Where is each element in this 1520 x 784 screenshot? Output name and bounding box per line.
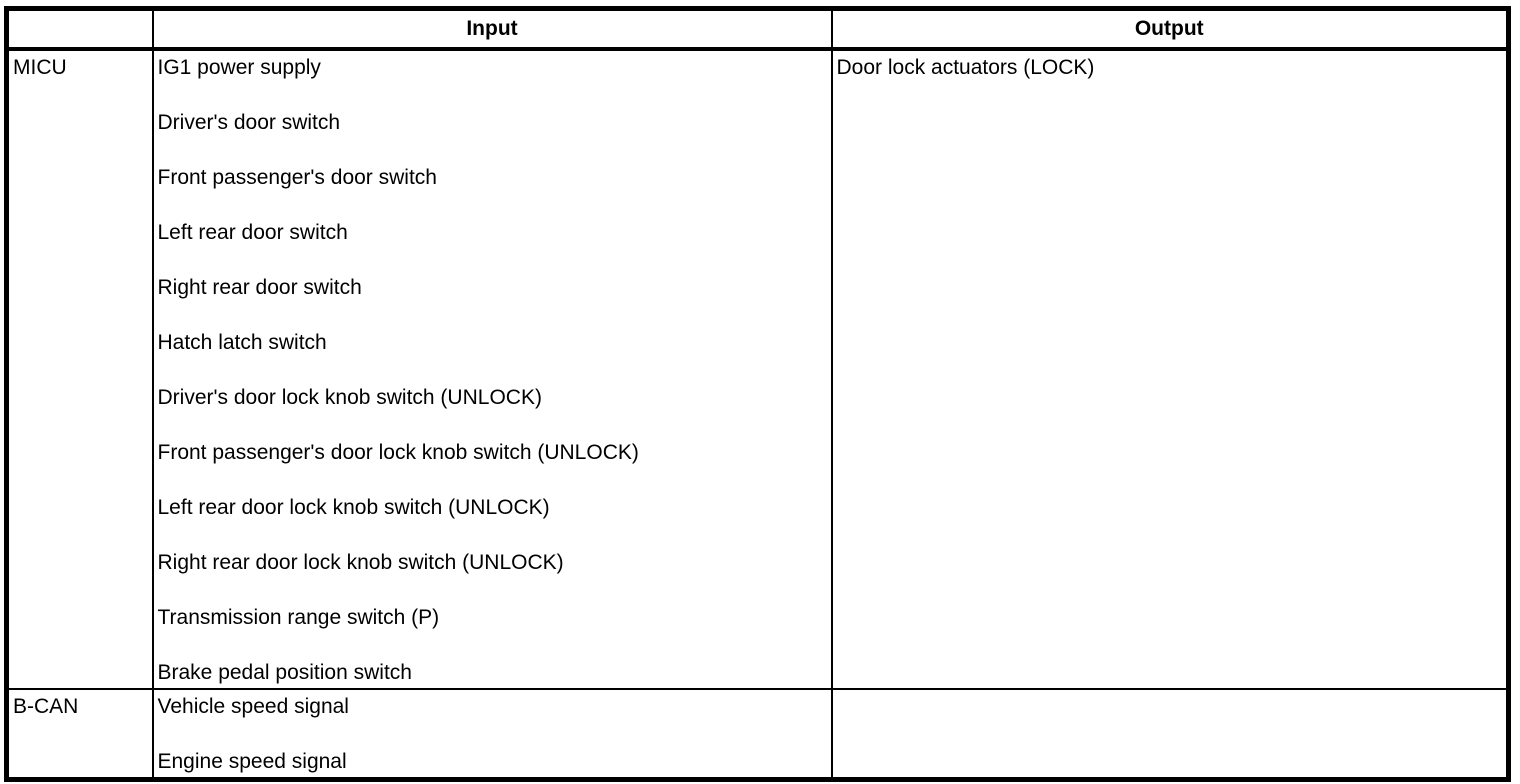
cell-line: Front passenger's door switch bbox=[157, 166, 437, 189]
cell-line: Left rear door switch bbox=[157, 221, 348, 244]
cell-line: Driver's door switch bbox=[157, 111, 341, 134]
cell-line: IG1 power supply bbox=[157, 56, 321, 79]
cell-line: Front passenger's door lock knob switch … bbox=[157, 441, 639, 464]
cell-line: Brake pedal position switch bbox=[157, 661, 412, 684]
cell-line: Vehicle speed signal bbox=[157, 695, 349, 718]
cell-line: Transmission range switch (P) bbox=[157, 606, 440, 629]
row-bcan-source-label: B-CAN bbox=[5, 688, 154, 780]
cell-line: Driver's door lock knob switch (UNLOCK) bbox=[157, 386, 542, 409]
cell-line: Door lock actuators (LOCK) bbox=[836, 56, 1095, 79]
cell-line: Engine speed signal bbox=[157, 750, 347, 773]
cell-line: Right rear door lock knob switch (UNLOCK… bbox=[157, 551, 564, 574]
cell-line: Left rear door lock knob switch (UNLOCK) bbox=[157, 496, 550, 519]
header-source-blank bbox=[5, 7, 154, 51]
row-micu-source-label: MICU bbox=[5, 48, 154, 690]
cell-line: Right rear door switch bbox=[157, 276, 362, 299]
cell-line: Hatch latch switch bbox=[157, 331, 327, 354]
table-header-row: Input Output bbox=[5, 7, 1510, 51]
header-input: Input bbox=[151, 7, 833, 51]
row-micu-outputs-cell: Door lock actuators (LOCK) bbox=[830, 48, 1510, 690]
header-output: Output bbox=[830, 7, 1510, 51]
row-bcan-outputs-cell bbox=[830, 688, 1510, 780]
